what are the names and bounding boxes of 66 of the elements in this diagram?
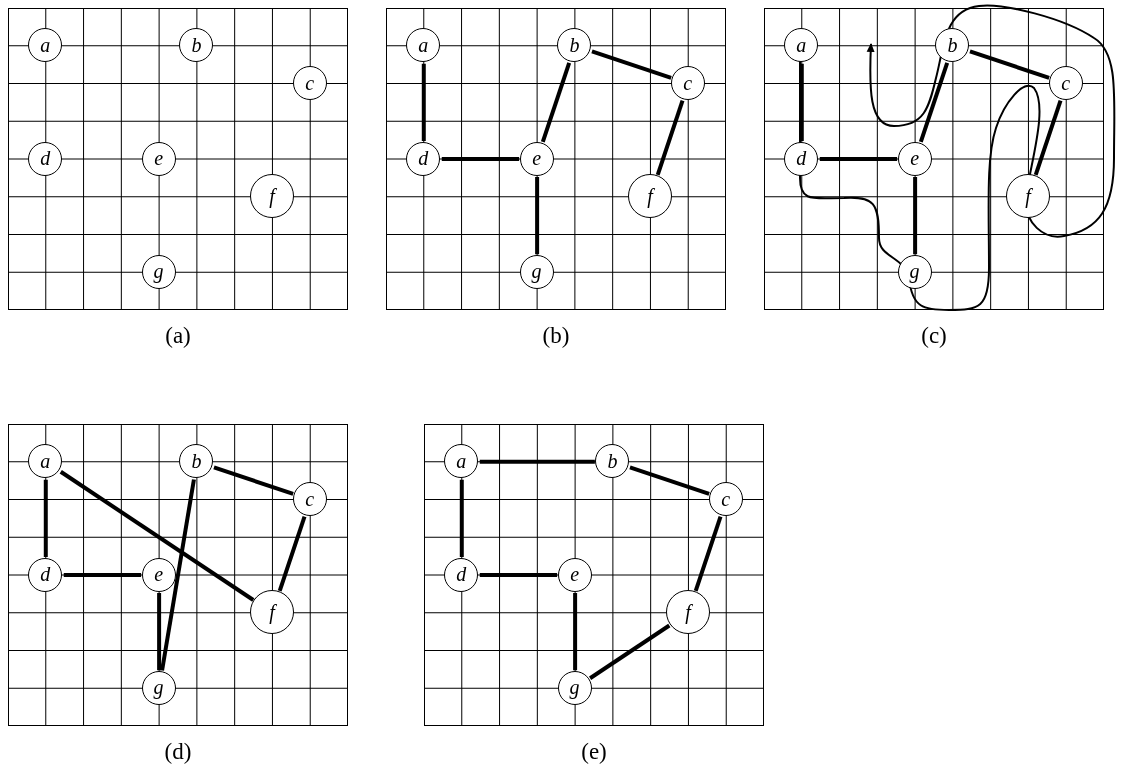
vertex-circle: f (1005, 174, 1050, 219)
vertex-circle: d (28, 141, 63, 176)
vertex-circle: e (141, 557, 176, 592)
vertex-circle: f (665, 590, 710, 635)
vertex-circle: e (141, 141, 176, 176)
graph-edge (63, 573, 142, 577)
graph-edge (157, 593, 162, 671)
graph-edge (479, 459, 595, 464)
vertex-circle: d (444, 557, 479, 592)
vertex-circle: f (249, 590, 294, 635)
vertex-circle: a (784, 28, 819, 63)
vertex-circle: e (557, 557, 592, 592)
graph-edge (591, 49, 672, 80)
graph-edge (589, 623, 671, 680)
graph-edge (1033, 99, 1063, 176)
vertex-circle: g (557, 670, 592, 705)
graph-edge (213, 465, 294, 496)
panel-caption: (b) (542, 322, 570, 350)
vertex-circle: g (141, 670, 176, 705)
graph-edge (59, 470, 255, 602)
graph-edge (160, 479, 196, 671)
vertex-circle: c (1048, 66, 1083, 100)
panel-caption: (c) (921, 322, 947, 350)
panel-caption: (a) (165, 322, 191, 350)
vertex-circle: b (595, 444, 630, 479)
vertex-circle: g (897, 254, 932, 289)
vertex-circle: g (519, 254, 554, 289)
vertex-circle: f (249, 174, 294, 219)
graph-edge (540, 62, 572, 143)
graph-edge (913, 177, 918, 255)
vertex-circle: d (406, 141, 441, 176)
vertex-circle: c (670, 66, 705, 100)
panel-caption: (d) (164, 738, 192, 766)
vertex-circle: c (292, 482, 327, 516)
graph-edge (573, 593, 578, 671)
vertex-circle: c (708, 482, 743, 516)
graph-edge (693, 515, 723, 592)
graph-edge (969, 49, 1050, 80)
graph-edge (819, 157, 898, 161)
graph-edge (918, 62, 950, 143)
vertex-circle: b (557, 28, 592, 63)
vertex-circle: f (627, 174, 672, 219)
graph-edge (277, 515, 307, 592)
graph-edge (629, 465, 710, 496)
graph-edge (441, 157, 520, 161)
vertex-circle: e (519, 141, 554, 176)
graph-edge (655, 99, 685, 176)
vertex-circle: b (179, 444, 214, 479)
graph-edge (535, 177, 540, 255)
vertex-circle: e (897, 141, 932, 176)
vertex-circle: d (784, 141, 819, 176)
graph-edge (799, 63, 804, 141)
graph-edge (43, 479, 48, 557)
vertex-circle: a (28, 28, 63, 63)
vertex-circle: a (444, 444, 479, 479)
vertex-circle: d (28, 557, 63, 592)
graph-edge (479, 573, 558, 577)
vertex-circle: g (141, 254, 176, 289)
vertex-circle: b (935, 28, 970, 63)
vertex-circle: c (292, 66, 327, 100)
panel-caption: (e) (581, 738, 607, 766)
vertex-circle: a (28, 444, 63, 479)
vertex-circle: b (179, 28, 214, 63)
graph-edge (421, 63, 426, 141)
vertex-circle: a (406, 28, 441, 63)
graph-edge (459, 479, 464, 557)
